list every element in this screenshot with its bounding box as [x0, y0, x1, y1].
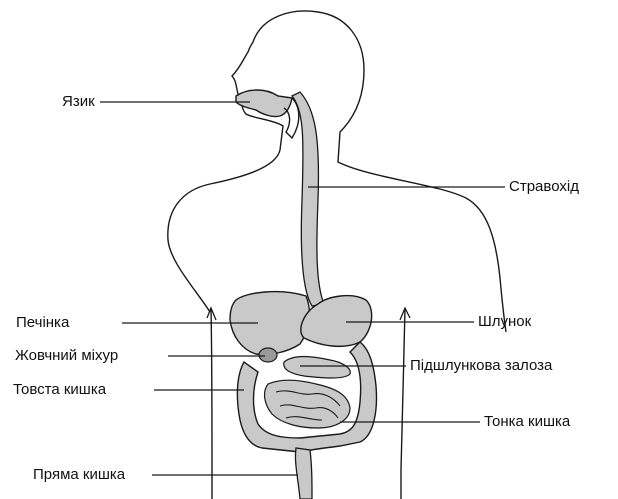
label-stomach: Шлунок: [478, 313, 531, 331]
label-small-intestine: Тонка кишка: [484, 413, 570, 431]
label-tongue: Язик: [62, 93, 95, 111]
torso-right-side: [401, 308, 405, 499]
label-esophagus: Стравохід: [509, 178, 579, 196]
body-outline: [168, 11, 506, 332]
label-gallbladder: Жовчний міхур: [15, 347, 118, 365]
label-pancreas: Підшлункова залоза: [410, 357, 552, 375]
label-rectum: Пряма кишка: [33, 466, 125, 484]
torso-left-side: [211, 308, 212, 499]
label-liver: Печінка: [16, 314, 69, 332]
rectum-shape: [295, 448, 312, 499]
gallbladder-shape: [259, 348, 277, 362]
esophagus-shape: [292, 92, 324, 306]
label-large-intestine: Товста кишка: [13, 381, 106, 399]
pancreas-shape: [284, 357, 351, 379]
small-intestine-shape: [265, 380, 350, 428]
